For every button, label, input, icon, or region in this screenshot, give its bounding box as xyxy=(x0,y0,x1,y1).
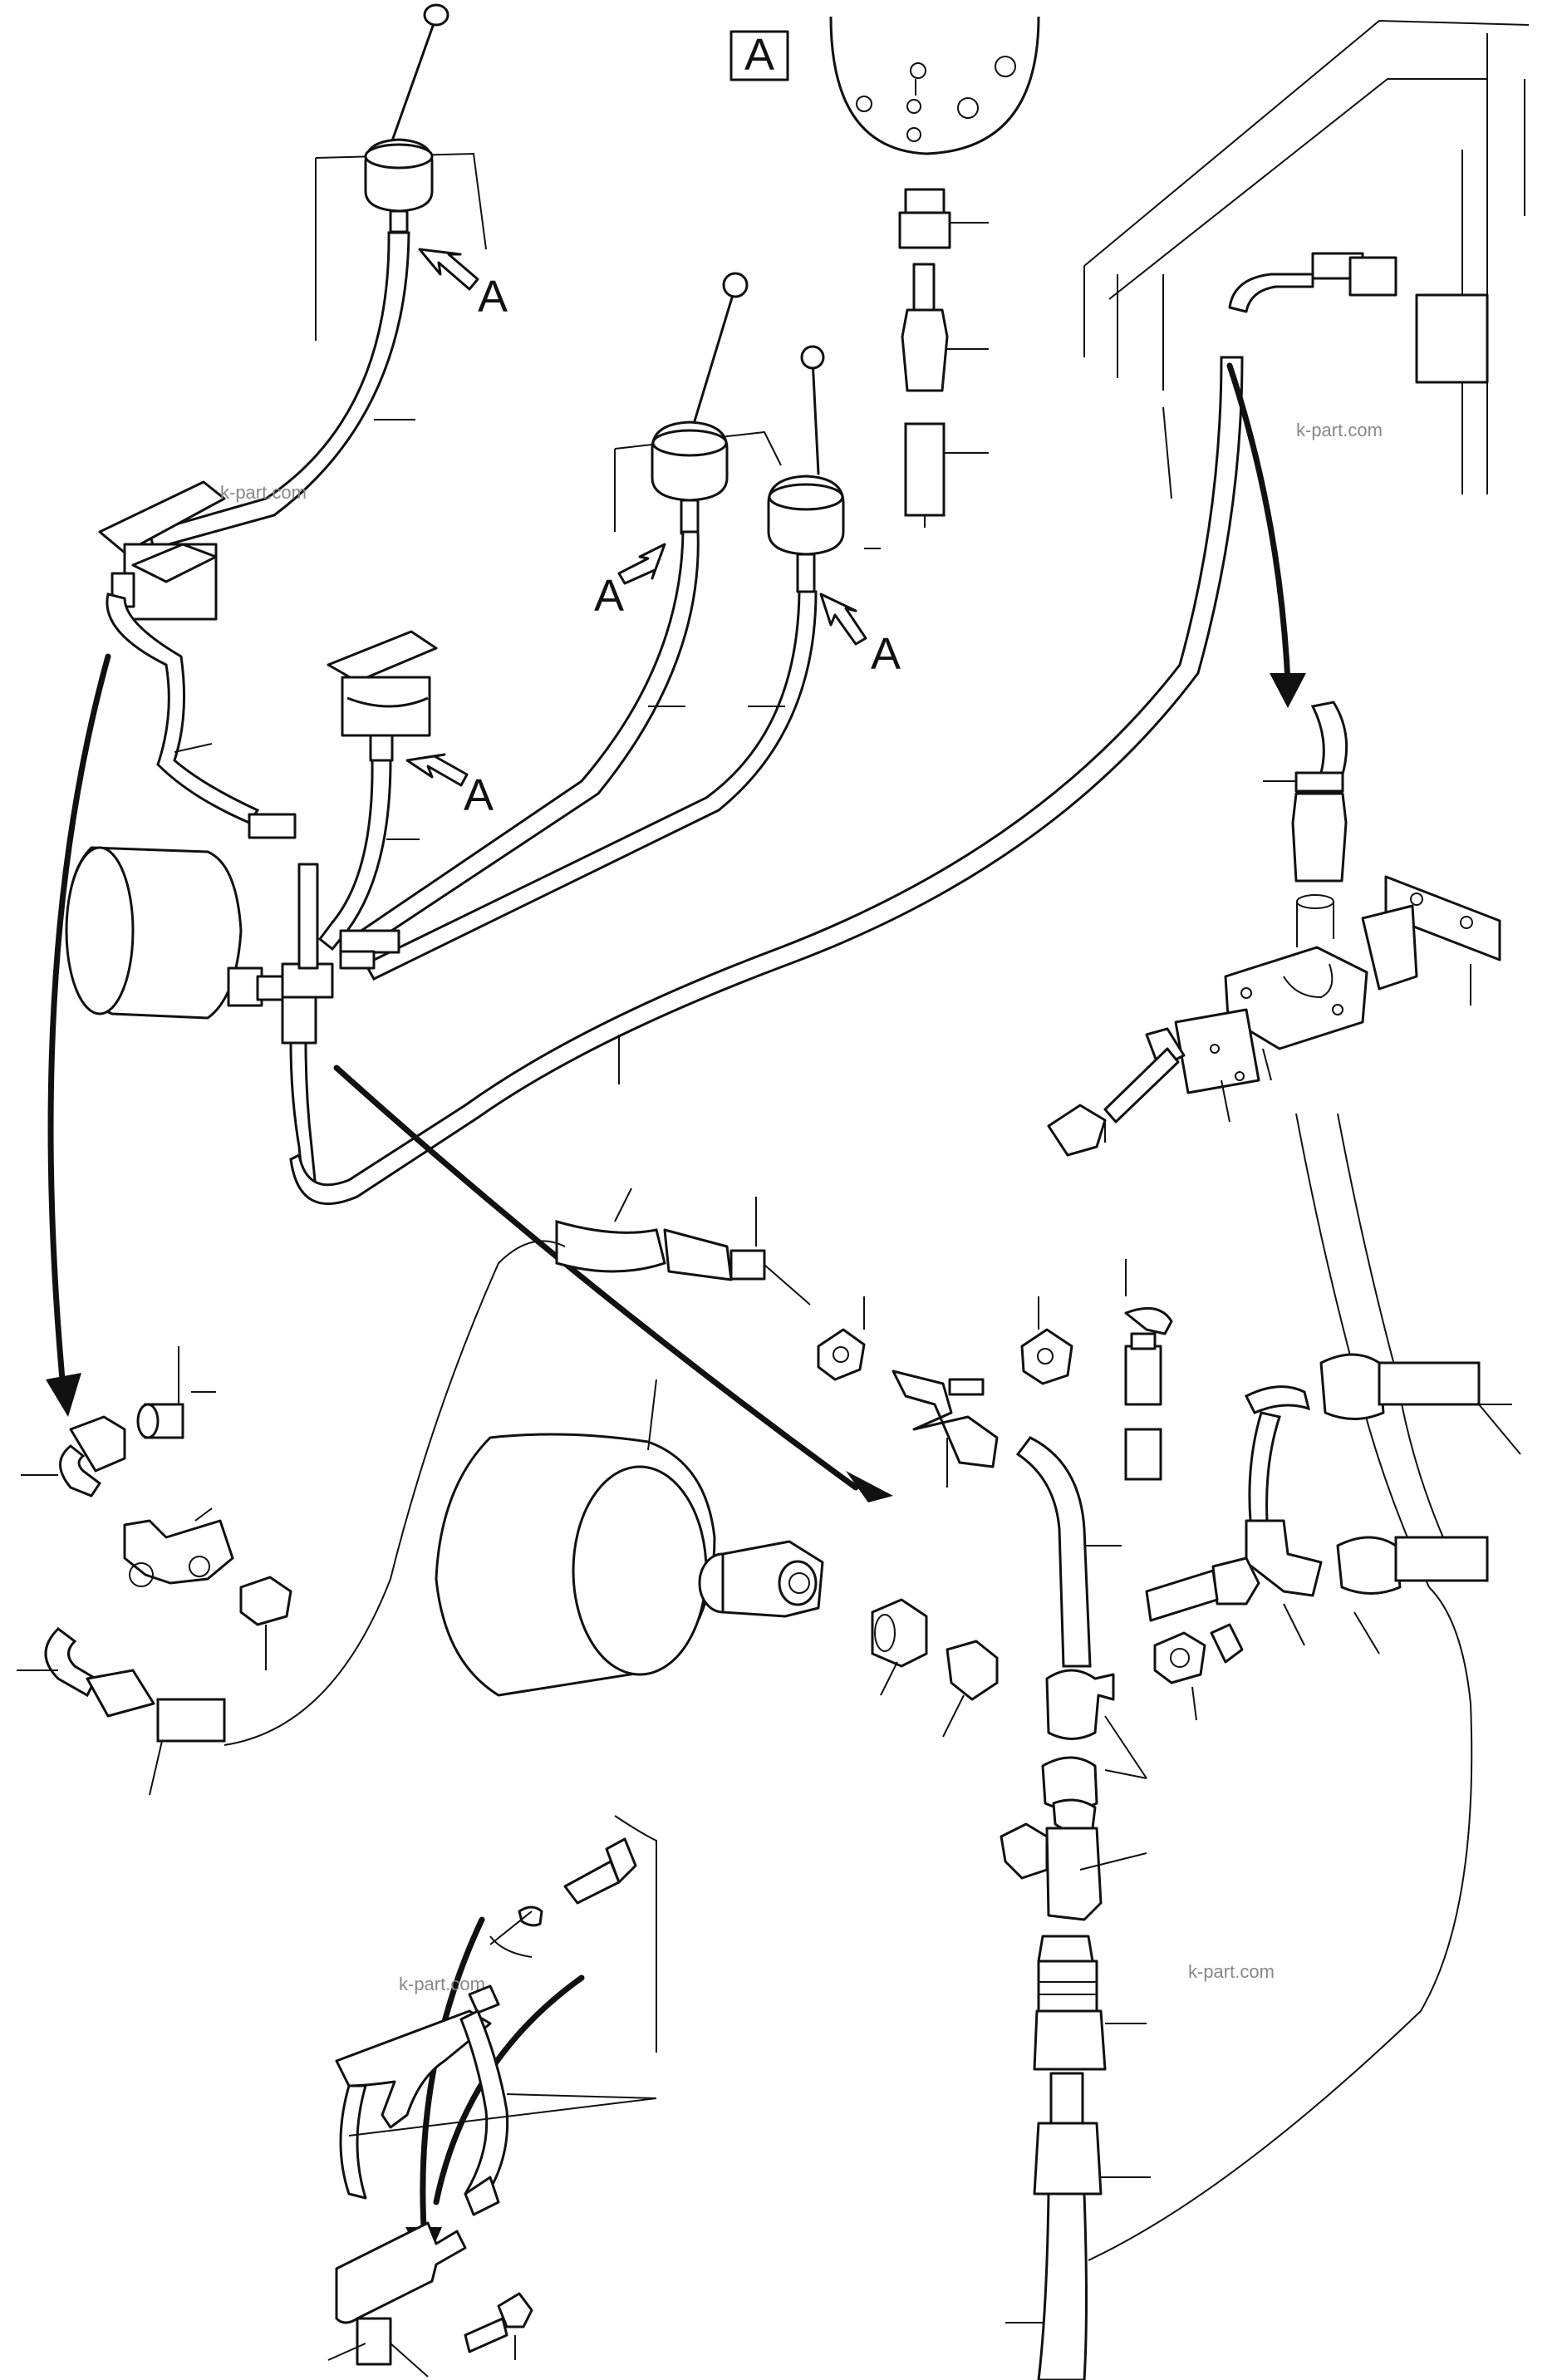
arrow-icon xyxy=(333,1065,893,1502)
hose-outline xyxy=(223,1240,566,1746)
joystick-icon xyxy=(767,345,881,593)
arrow-icon xyxy=(46,653,111,1417)
manifold-fittings xyxy=(248,813,400,1190)
hose-outline xyxy=(1295,1113,1430,1588)
hose xyxy=(148,231,410,550)
arrow-icon xyxy=(433,1974,585,2205)
bracket-assembly: k-part.com xyxy=(327,1815,657,2378)
cab-structure xyxy=(1083,19,1530,494)
hose-outline xyxy=(1337,1113,1463,1580)
accumulator-icon xyxy=(65,846,284,1020)
foot-pedal-icon xyxy=(327,630,438,762)
callout-letter: A xyxy=(594,571,624,621)
foot-pedal-icon xyxy=(98,480,226,621)
callout-a-4: A xyxy=(405,753,494,820)
joystick-icon xyxy=(614,272,782,535)
arrow-icon xyxy=(1226,362,1306,708)
view-a-box: A xyxy=(729,30,789,81)
accumulator-icon xyxy=(435,1379,824,1697)
callout-a-2: A xyxy=(594,543,666,621)
tee-block-detail xyxy=(17,1346,292,1796)
accumulator-fittings xyxy=(871,1598,999,1738)
watermark: k-part.com xyxy=(220,482,307,503)
hose xyxy=(317,759,392,952)
callout-a-3: A xyxy=(819,593,901,679)
fitting-chain xyxy=(555,1188,1173,1488)
callout-letter: A xyxy=(464,770,494,820)
joystick-icon xyxy=(315,3,487,341)
callout-letter: A xyxy=(871,629,901,679)
callout-letter: A xyxy=(478,272,508,322)
hose xyxy=(1015,1436,1092,1668)
watermark: k-part.com xyxy=(399,1974,485,1994)
watermark: k-part.com xyxy=(1296,420,1383,440)
hose xyxy=(106,593,260,824)
view-a-label: A xyxy=(744,30,774,80)
watermark: k-part.com xyxy=(1188,1961,1275,1982)
clamp-assembly xyxy=(1047,701,1501,1157)
hose xyxy=(363,590,818,981)
hose xyxy=(289,356,1244,1205)
lower-right-assembly xyxy=(1000,1353,1521,2380)
callout-a-1: A xyxy=(418,248,508,322)
detail-a-fitting-stack xyxy=(829,16,1040,528)
